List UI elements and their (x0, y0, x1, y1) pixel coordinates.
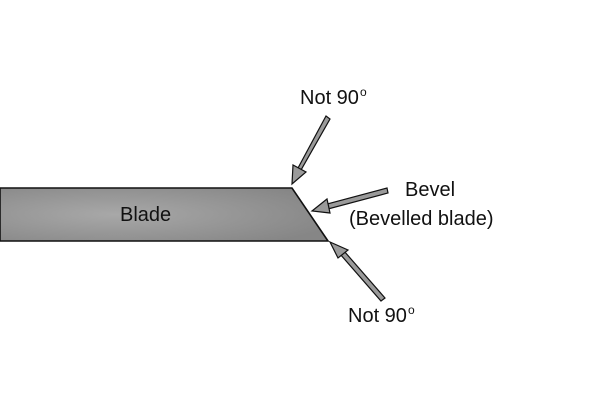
bevel-label: Bevel (405, 178, 455, 202)
blade-label: Blade (120, 203, 171, 227)
arrow-bevel (310, 187, 389, 214)
bevelled-blade-label: (Bevelled blade) (349, 207, 494, 231)
not90-bottom-label-text: Not 90 (348, 305, 407, 327)
arrow-not90-top (291, 115, 331, 186)
not90-top-label: Not 90o (300, 85, 367, 112)
not90-top-label-text: Not 90 (300, 87, 359, 109)
not90-bottom-degree-sup: o (407, 303, 415, 317)
blade-label-text: Blade (120, 204, 172, 226)
blade-shape (0, 187, 330, 242)
arrow-not90-bottom (328, 240, 386, 302)
bevelled-blade-label-text: (Bevelled blade) (349, 208, 494, 230)
bevel-label-text: Bevel (405, 179, 456, 201)
not90-bottom-label: Not 90o (348, 303, 415, 330)
not90-top-degree-sup: o (359, 85, 367, 99)
